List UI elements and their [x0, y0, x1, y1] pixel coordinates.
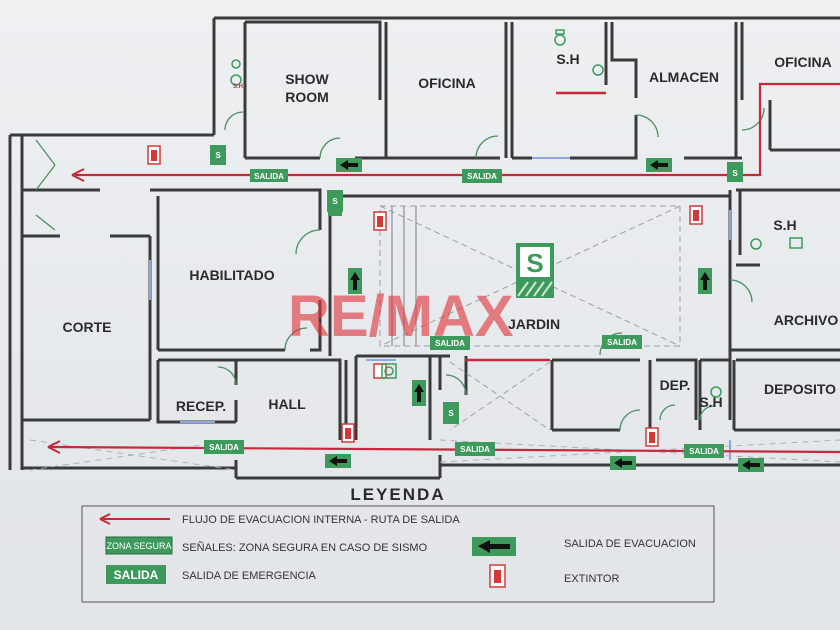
salida-sign: SALIDA — [430, 336, 470, 350]
wc-tag: S.H — [233, 84, 243, 90]
svg-text:SALIDA: SALIDA — [607, 338, 637, 347]
room-label: HALL — [268, 396, 306, 412]
sink-icon — [381, 363, 397, 379]
svg-text:SALIDA: SALIDA — [689, 447, 719, 456]
legend-zona-segura-badge — [105, 536, 173, 555]
toilet-icon — [592, 64, 604, 76]
fire-extinguisher-icon — [147, 145, 161, 165]
legend: LEYENDA FLUJO DE EVACUACION INTERNA - RU… — [81, 485, 715, 603]
legend-box — [81, 505, 715, 603]
fire-extinguisher-icon — [689, 205, 703, 225]
evacuation-arrow-icon — [646, 158, 672, 172]
legend-zona-segura-text: SEÑALES: ZONA SEGURA EN CASO DE SISMO — [182, 541, 428, 554]
salida-sign: SALIDA — [455, 442, 495, 456]
room-label: RECEP. — [176, 398, 226, 414]
fire-extinguisher-icon — [341, 423, 355, 443]
svg-text:SALIDA: SALIDA — [460, 445, 490, 454]
legend-evacuation-arrow-icon — [472, 537, 516, 556]
door-swings — [35, 107, 765, 431]
safe-zone-icon: S — [210, 145, 226, 165]
evacuation-arrow-icon — [738, 458, 764, 472]
room-label: OFICINA — [418, 75, 476, 91]
room-label: SHOW — [285, 71, 329, 87]
safe-zone-icon: S — [516, 243, 554, 298]
room-label: CORTE — [63, 319, 112, 335]
room-label: OFICINA — [774, 54, 832, 70]
toilet-icon — [230, 59, 242, 86]
legend-fire-extinguisher-icon — [489, 564, 506, 588]
svg-text:S: S — [215, 151, 221, 160]
salida-sign: SALIDA — [684, 444, 724, 458]
up-arrow-icon — [698, 268, 712, 294]
room-label: ROOM — [285, 89, 329, 105]
red-walls — [465, 91, 606, 362]
evacuation-arrow-icon — [325, 454, 351, 468]
safe-zone-icon: S — [443, 402, 459, 424]
toilet-icon — [750, 237, 803, 250]
walls — [8, 16, 840, 480]
salida-sign: SALIDA — [462, 169, 502, 183]
room-label: S.H — [773, 217, 796, 233]
legend-salida-badge — [106, 565, 166, 584]
fire-extinguisher-icon — [645, 427, 659, 447]
room-label: S.H — [556, 51, 579, 67]
svg-text:SALIDA: SALIDA — [435, 339, 465, 348]
fire-extinguisher-icon — [373, 211, 387, 231]
fire-extinguisher-icon — [373, 363, 387, 379]
legend-extintor-text: EXTINTOR — [564, 573, 619, 585]
salida-sign: SALIDA — [602, 335, 642, 349]
stair-lines — [391, 206, 417, 346]
room-label: ARCHIVO — [774, 312, 839, 328]
legend-salida-text: SALIDA DE EMERGENCIA — [182, 570, 317, 582]
route-arrowhead-top — [71, 168, 85, 182]
svg-text:S: S — [448, 409, 454, 418]
toilet-icon — [710, 386, 722, 398]
salida-sign: SALIDA — [204, 440, 244, 454]
room-label: DEP. — [660, 377, 691, 393]
svg-text:SALIDA: SALIDA — [254, 172, 284, 181]
legend-title: LEYENDA — [350, 485, 445, 504]
room-label: S.H — [699, 394, 722, 410]
legend-evac-flow-text: FLUJO DE EVACUACION INTERNA - RUTA DE SA… — [182, 514, 460, 526]
room-label: JARDIN — [508, 316, 560, 332]
zone-sign-small — [328, 204, 342, 216]
room-label: DEPOSITO — [764, 381, 836, 397]
watermark-logo: RE/MAX — [288, 284, 514, 349]
salida-sign: SALIDA — [250, 169, 288, 182]
legend-evac-exit-text: SALIDA DE EVACUACION — [564, 538, 696, 550]
svg-text:SALIDA: SALIDA — [209, 443, 239, 452]
toilet-icon — [554, 29, 566, 46]
room-label: ALMACEN — [649, 69, 719, 85]
legend-zona-segura-label: ZONA SEGURA — [106, 541, 171, 551]
svg-text:S: S — [732, 169, 738, 178]
svg-text:S: S — [332, 197, 338, 206]
svg-text:SALIDA: SALIDA — [467, 172, 497, 181]
legend-salida-label: SALIDA — [114, 568, 159, 582]
evacuation-arrow-icon — [610, 456, 636, 470]
up-arrow-icon — [348, 268, 362, 294]
windows — [149, 157, 731, 460]
legend-route-arrowhead — [99, 513, 111, 525]
route-arrowhead-bottom — [47, 440, 61, 454]
room-label: HABILITADO — [189, 267, 274, 283]
safe-zone-icon: S — [727, 162, 743, 182]
evacuation-arrow-icon — [336, 158, 362, 172]
up-arrow-icon — [412, 380, 426, 406]
svg-text:S: S — [526, 248, 543, 278]
